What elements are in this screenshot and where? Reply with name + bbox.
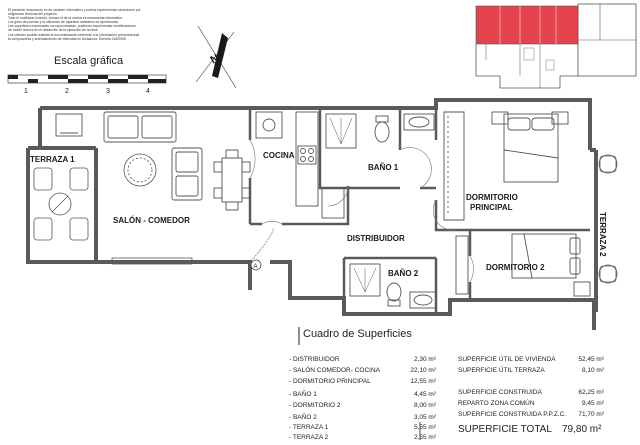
- apartment-walls: [26, 98, 598, 330]
- table-row-name: - DISTRIBUIDOR: [289, 356, 340, 363]
- table-row-value: 3,05 m²: [413, 414, 436, 421]
- sofa: [103, 111, 203, 201]
- summary-row-value: 9,45 m²: [581, 400, 604, 407]
- room-label-dormitorio-2: DORMITORIO 2: [486, 263, 545, 272]
- summary-row-value: 8,10 m²: [581, 367, 604, 374]
- summary-row-name: SUPERFICIE ÚTIL TERRAZA: [458, 367, 545, 374]
- table-row-value: 4,45 m²: [413, 391, 436, 398]
- north-arrow-icon: N: [195, 25, 237, 89]
- scale-tick-label: 2: [65, 88, 69, 95]
- table-row-name: - BAÑO 2: [289, 414, 317, 421]
- table-row-name: - DORMITORIO 2: [289, 402, 341, 409]
- disclaimer-line: Los clientes podrán solicitar la documen…: [8, 32, 140, 37]
- room-label-distribuidor: DISTRIBUIDOR: [347, 234, 405, 243]
- scale-bar: 1 2 3 4: [7, 74, 167, 95]
- table-row-name: - BAÑO 1: [289, 391, 317, 398]
- summary-row-name: REPARTO ZONA COMÚN: [458, 400, 535, 407]
- scale-tick-label: 1: [24, 88, 28, 95]
- table-row-name: - SALÓN COMEDOR- COCINA: [289, 367, 381, 374]
- table-title: Cuadro de Superficies: [303, 328, 412, 340]
- table-row-name: - TERRAZA 1: [289, 424, 329, 431]
- room-label-bano-2: BAÑO 2: [388, 269, 419, 278]
- disclaimer-text: El presente documento es de carácter inf…: [8, 8, 168, 41]
- disclaimer-line: de índole técnica en el desarrollo de la…: [8, 28, 99, 33]
- terrace-1-furniture: [33, 167, 89, 241]
- room-label-salon-comedor: SALÓN - COMEDOR: [113, 216, 190, 225]
- table-row-name: - TERRAZA 2: [289, 434, 329, 441]
- key-plan: [475, 3, 637, 89]
- disclaimer-line: Los giros de puertas y la ubicación de a…: [8, 20, 119, 25]
- bedroom-2-furniture: [455, 233, 591, 297]
- table-row-value: 12,55 m²: [410, 378, 436, 385]
- disclaimer-line: El presente documento es de carácter inf…: [8, 8, 141, 12]
- dining-table: [213, 149, 251, 211]
- room-label-bano-1: BAÑO 1: [368, 163, 399, 172]
- disclaimer-line: la compraventa y arrendamiento de vivien…: [8, 36, 126, 41]
- room-label-terraza-1: TERRAZA 1: [30, 155, 75, 164]
- door-swings: [249, 139, 474, 283]
- marker-a-label: A: [254, 264, 258, 270]
- master-bed: [443, 111, 569, 221]
- total-surface-value: 79,80 m²: [562, 424, 602, 435]
- tv-unit: [55, 113, 83, 137]
- kitchen: [255, 111, 345, 219]
- coffee-table: [123, 153, 157, 187]
- marker-circle: [250, 259, 262, 271]
- summary-row-value: 62,25 m²: [578, 389, 604, 396]
- room-label-dormitorio-principal: DORMITORIO: [466, 193, 518, 202]
- room-label-dormitorio-principal: PRINCIPAL: [470, 203, 513, 212]
- summary-row-name: SUPERFICIE ÚTIL DE VIVIENDA: [458, 356, 556, 363]
- table-row-value: 22,10 m²: [410, 367, 436, 374]
- disclaimer-line: Todo el mobiliario incluido, incluso el …: [8, 16, 123, 21]
- scale-title: Escala gráfica: [54, 55, 124, 67]
- scale-tick-label: 3: [106, 88, 110, 95]
- scale-tick-label: 4: [146, 88, 150, 95]
- bathroom-1-fixtures: [325, 113, 435, 149]
- summary-row-value: 71,70 m²: [578, 411, 604, 418]
- summary-row-name: SUPERFICIE CONSTRUIDA: [458, 389, 542, 396]
- room-label-terraza-2: TERRAZA 2: [598, 212, 607, 257]
- disclaimer-line: Las superficies expresadas son aproximad…: [8, 24, 136, 29]
- total-surface-label: SUPERFICIE TOTAL: [458, 424, 552, 435]
- bathroom-2-fixtures: [349, 263, 437, 309]
- terrace-2-furniture: [598, 154, 618, 284]
- room-label-cocina: COCINA: [263, 151, 295, 160]
- summary-row-value: 52,45 m²: [578, 356, 604, 363]
- interior-walls: [248, 108, 590, 314]
- salon-windows: [111, 227, 275, 265]
- table-row-value: 2,30 m²: [413, 356, 436, 363]
- table-row-name: - DORMITORIO PRINCIPAL: [289, 378, 371, 385]
- table-row-value: 2,55 m²: [413, 434, 436, 441]
- disclaimer-line: exigencias técnicas del proyecto.: [8, 12, 58, 17]
- summary-row-name: SUPERFICIE CONSTRUIDA P.P.Z.C.: [458, 411, 567, 418]
- table-row-value: 8,00 m²: [413, 402, 436, 409]
- table-row-value: 5,55 m²: [413, 424, 436, 431]
